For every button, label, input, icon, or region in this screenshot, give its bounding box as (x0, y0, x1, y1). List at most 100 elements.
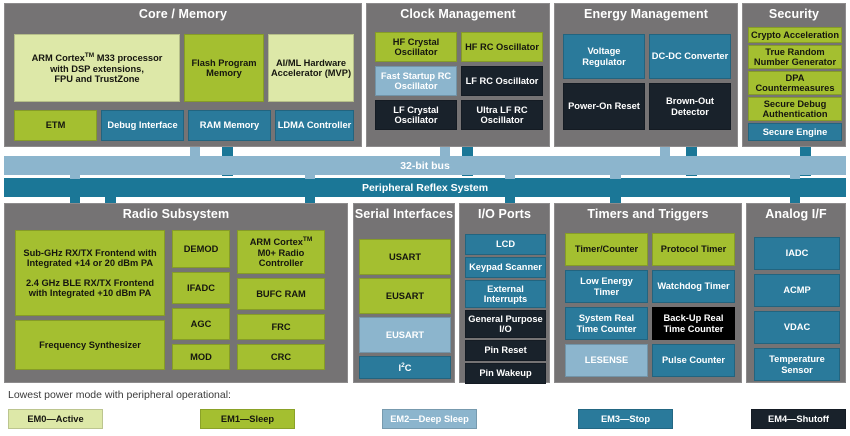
block-ram-memory: RAM Memory (188, 110, 271, 141)
block-crc: CRC (237, 344, 325, 370)
block-pulse-counter: Pulse Counter (652, 344, 735, 377)
connector-bus-to-io (505, 175, 515, 179)
block-label: Brown-Out Detector (665, 96, 715, 117)
block-eusart-2: EUSART (359, 317, 451, 353)
block-label: Power-On Reset (568, 101, 640, 112)
panel-title-security: Security (768, 7, 820, 21)
block-ultra-lf-rc-oscillator: Ultra LF RC Oscillator (461, 100, 543, 130)
block-protocol-timer: Protocol Timer (652, 233, 735, 266)
block-label: Voltage Regulator (582, 46, 626, 67)
block-low-energy-timer: Low Energy Timer (565, 270, 648, 303)
block-dc-dc-converter: DC-DC Converter (649, 34, 731, 79)
block-external-interrupts: External Interrupts (465, 280, 546, 308)
block-keypad-scanner: Keypad Scanner (465, 257, 546, 278)
block-label: USART (388, 251, 422, 262)
connector-prs-to-radio (70, 197, 80, 204)
block-label: RAM Memory (199, 120, 260, 131)
panel-analog-if: Analog I/F IADC ACMP VDAC Temperature Se… (746, 203, 846, 383)
connector-bus-to-radio (70, 175, 80, 179)
connector-prs-to-radio-2 (105, 197, 116, 204)
panel-title-radio-subsystem: Radio Subsystem (122, 207, 230, 221)
block-label: FRC (271, 321, 291, 332)
block-label: AGC (190, 318, 212, 329)
block-fast-startup-rc-oscillator: Fast Startup RC Oscillator (375, 66, 457, 96)
block-label: Watchdog Timer (657, 281, 730, 292)
block-label: IADC (785, 248, 809, 259)
block-label: Back-Up Real Time Counter (663, 313, 724, 334)
block-label: Frequency Synthesizer (39, 339, 141, 350)
block-label: ACMP (783, 285, 811, 296)
block-aiml-hardware-accelerator: AI/ML Hardware Accelerator (MVP) (268, 34, 354, 102)
block-label: LF RC Oscillator (465, 75, 539, 86)
block-secure-engine: Secure Engine (748, 123, 842, 141)
block-label: Protocol Timer (660, 244, 727, 255)
block-watchdog-timer: Watchdog Timer (652, 270, 735, 303)
panel-timers-triggers: Timers and Triggers Timer/Counter Protoc… (554, 203, 742, 383)
bus-peripheral-reflex-system: Peripheral Reflex System (4, 178, 846, 197)
block-etm: ETM (14, 110, 97, 141)
block-lcd: LCD (465, 234, 546, 255)
block-label: LESENSE (584, 355, 629, 366)
connector-prs-to-io (505, 197, 515, 204)
connector-energy-to-bus (660, 147, 670, 157)
block-label: CRC (270, 351, 292, 362)
block-pin-reset: Pin Reset (465, 340, 546, 361)
panel-io-ports: I/O Ports LCD Keypad Scanner External In… (459, 203, 550, 384)
legend-item-em2: EM2—Deep Sleep (382, 409, 477, 429)
block-label: True Random Number Generator (753, 46, 837, 67)
block-label: DPA Countermeasures (755, 72, 835, 93)
bus-32bit: 32-bit bus (4, 156, 846, 175)
block-label: LDMA Controller (277, 120, 352, 131)
panel-title-clock-management: Clock Management (400, 7, 516, 21)
block-label: Secure Engine (762, 126, 828, 137)
block-label: BUFC RAM (256, 288, 306, 299)
legend-item-em4: EM4—Shutoff (751, 409, 846, 429)
block-mod: MOD (172, 344, 230, 370)
block-label: EUSART (385, 329, 425, 340)
block-usart: USART (359, 239, 451, 275)
block-label: Low Energy Timer (580, 276, 633, 297)
block-eusart-1: EUSART (359, 278, 451, 314)
block-pin-wakeup: Pin Wakeup (465, 363, 546, 384)
block-i2c: I2C (359, 356, 451, 379)
block-label: I2C (398, 361, 412, 374)
block-secure-debug-authentication: Secure Debug Authentication (748, 97, 842, 121)
panel-title-core-memory: Core / Memory (138, 7, 228, 21)
block-acmp: ACMP (754, 274, 840, 307)
block-label: HF RC Oscillator (465, 41, 539, 52)
block-crypto-acceleration: Crypto Acceleration (748, 27, 842, 43)
block-lesense: LESENSE (565, 344, 648, 377)
block-label: Timer/Counter (574, 244, 639, 255)
legend-label: EM0—Active (27, 414, 84, 424)
block-hf-crystal-oscillator: HF Crystal Oscillator (375, 32, 457, 62)
connector-clock-to-bus (440, 147, 450, 157)
block-frequency-synthesizer: Frequency Synthesizer (15, 320, 165, 370)
panel-energy-management: Energy Management Voltage Regulator DC-D… (554, 3, 738, 147)
block-label: Secure Debug Authentication (762, 98, 828, 119)
block-label: Crypto Acceleration (751, 29, 839, 40)
block-label: DEMOD (183, 243, 219, 254)
block-label: LCD (495, 239, 516, 250)
legend-label: EM2—Deep Sleep (390, 414, 469, 424)
block-label: Ultra LF RC Oscillator (476, 104, 528, 125)
block-label: AI/ML Hardware Accelerator (MVP) (270, 57, 352, 78)
block-backup-real-time-counter: Back-Up Real Time Counter (652, 307, 735, 340)
block-power-on-reset: Power-On Reset (563, 83, 645, 130)
panel-core-memory: Core / Memory ARM CortexTM M33 processor… (4, 3, 362, 147)
block-label: DC-DC Converter (651, 51, 729, 62)
connector-prs-to-analog (790, 197, 800, 204)
connector-bus-to-timers (610, 175, 621, 179)
connector-bus-to-serial (305, 175, 315, 179)
block-label: HF Crystal Oscillator (392, 36, 440, 57)
block-dpa-countermeasures: DPA Countermeasures (748, 71, 842, 95)
block-label: Keypad Scanner (469, 262, 542, 273)
legend-item-em3: EM3—Stop (578, 409, 673, 429)
block-ldma-controller: LDMA Controller (275, 110, 354, 141)
block-lf-crystal-oscillator: LF Crystal Oscillator (375, 100, 457, 130)
connector-bus-to-analog (790, 175, 800, 179)
panel-clock-management: Clock Management HF Crystal Oscillator H… (366, 3, 550, 147)
